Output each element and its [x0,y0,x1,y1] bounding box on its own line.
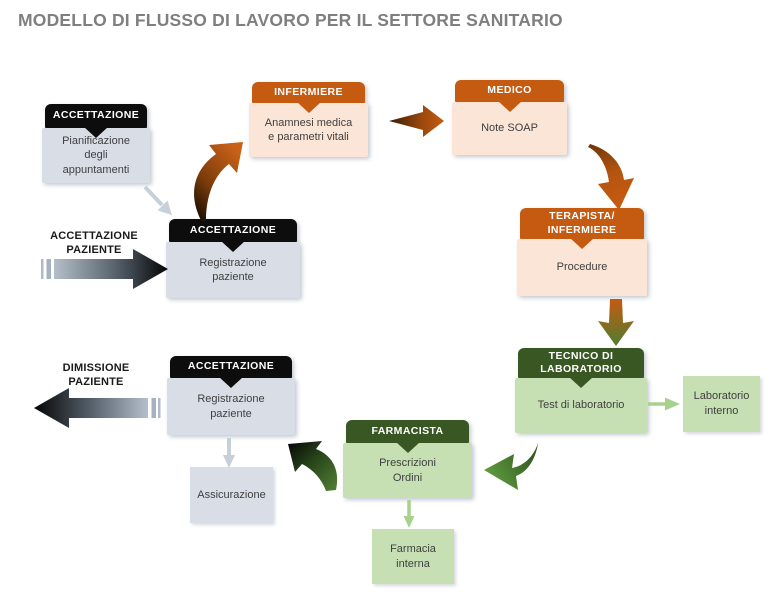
node-header: INFERMIERE [252,82,365,113]
striped-left-arrow-icon [34,388,161,428]
node-body: Note SOAP [452,102,567,155]
node-body: Anamnesi medica e parametri vitali [249,103,368,157]
node-accettazione-pianificazione: ACCETTAZIONE Pianificazione degli appunt… [42,104,150,183]
header-notch-icon [296,102,321,113]
node-terapista-infermiere: TERAPISTA/ INFERMIERE Procedure [517,208,647,296]
green-right-arrow-icon [648,397,680,411]
node-body: Prescrizioni Ordini [343,443,472,498]
curved-arrow-up-right-icon [194,142,243,222]
node-tecnico-di-laboratorio: TECNICO DI LABORATORIO Test di laborator… [515,348,647,433]
node-header-label: FARMACISTA [371,424,444,437]
node-header: ACCETTAZIONE [170,356,292,388]
gray-diagonal-arrow-icon [143,185,172,215]
curved-arrow-up-left-icon [288,441,338,491]
node-header: MEDICO [455,80,564,112]
node-header-label: ACCETTAZIONE [187,360,275,373]
node-header: ACCETTAZIONE [45,104,147,138]
striped-right-arrow-icon [41,249,168,289]
node-header: ACCETTAZIONE [169,219,297,252]
node-medico: MEDICO Note SOAP [452,80,567,155]
header-notch-icon [221,241,245,252]
node-header-label: ACCETTAZIONE [189,223,277,236]
node-header-label: MEDICO [487,84,532,97]
curved-arrow-down-icon [588,144,634,210]
label-accettazione-paziente: ACCETTAZIONE PAZIENTE [50,230,138,257]
header-notch-icon [497,101,522,112]
curved-arrow-left-icon [484,443,538,490]
header-notch-icon [569,377,593,388]
node-header-label: INFERMIERE [274,85,343,98]
page-title: MODELLO DI FLUSSO DI LAVORO PER IL SETTO… [18,10,563,30]
node-accettazione-registrazione-1: ACCETTAZIONE Registrazione paziente [166,219,300,298]
chevron-right-arrow-icon [389,105,444,137]
node-header: TERAPISTA/ INFERMIERE [520,208,644,249]
header-notch-icon [84,127,108,138]
header-notch-icon [395,442,420,453]
node-header-label: ACCETTAZIONE [52,109,140,122]
header-notch-icon [570,238,594,249]
gray-down-arrow-icon [223,438,235,468]
node-accettazione-registrazione-2: ACCETTAZIONE Registrazione paziente [167,356,295,435]
node-header: FARMACISTA [346,420,469,453]
node-header-label: TECNICO DI LABORATORIO [540,349,622,375]
label-dimissione-paziente: DIMISSIONE PAZIENTE [62,362,130,389]
node-header-label: TERAPISTA/ INFERMIERE [547,210,617,236]
node-header: TECNICO DI LABORATORIO [518,348,644,388]
node-infermiere: INFERMIERE Anamnesi medica e parametri v… [249,82,368,157]
gradient-down-arrow-icon [598,299,634,346]
box-assicurazione: Assicurazione [190,467,273,523]
box-laboratorio-interno: Laboratorio interno [683,376,760,432]
node-farmacista: FARMACISTA Prescrizioni Ordini [343,420,472,498]
box-farmacia-interna: Farmacia interna [372,529,454,584]
header-notch-icon [219,377,243,388]
green-down-arrow-icon [403,500,415,528]
